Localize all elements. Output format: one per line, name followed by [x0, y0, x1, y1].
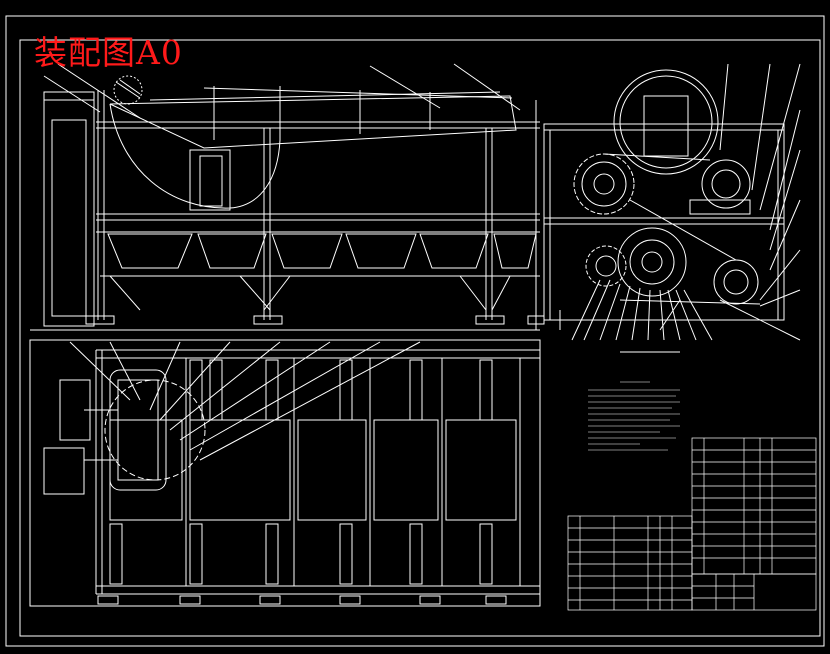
- parts-list-table: [567, 437, 817, 611]
- technical-notes: [588, 381, 680, 451]
- plan-view: [29, 339, 541, 607]
- front-elevation-view: [30, 63, 545, 331]
- sheet-border-inner: [19, 39, 821, 637]
- drawing-title: 装配图A0: [34, 33, 183, 72]
- side-elevation-view: [543, 63, 801, 353]
- sheet-border-outer: [5, 15, 825, 647]
